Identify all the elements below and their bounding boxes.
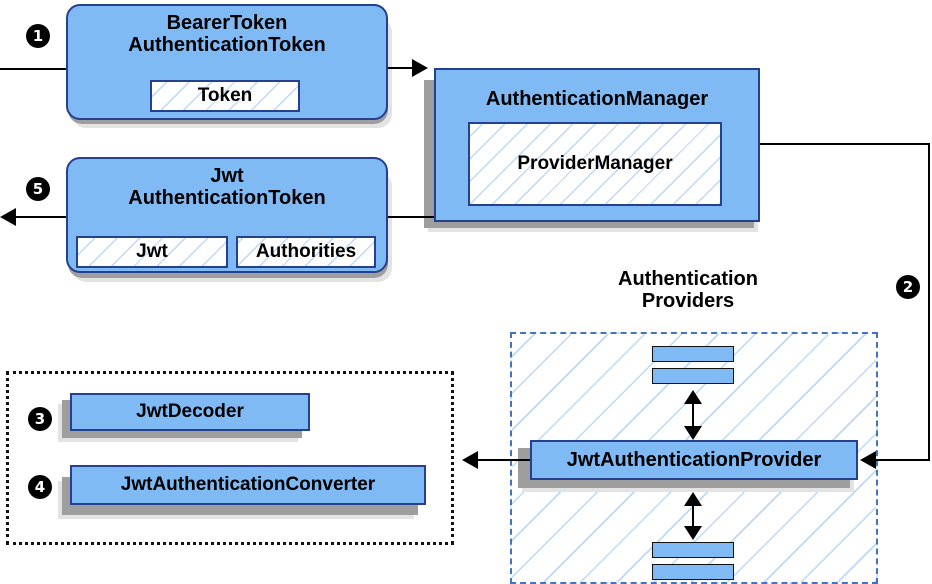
arrowhead-5-outgoing (0, 208, 16, 226)
jwt-token-title-line1: Jwt (210, 165, 244, 187)
inner-box-jwt[interactable]: Jwt (76, 236, 228, 268)
marker-4: 4 (28, 475, 52, 499)
connector-incoming-request (0, 68, 66, 70)
marker-3: 3 (28, 407, 52, 431)
authentication-manager-title: AuthenticationManager (485, 88, 709, 110)
node-jwt-authentication-converter[interactable]: JwtAuthenticationConverter (70, 465, 426, 505)
providers-caption-line2: Providers (641, 290, 735, 313)
connector-5-outgoing (16, 216, 68, 218)
connector-token-to-manager (388, 67, 420, 69)
providers-caption-line1: Authentication (618, 268, 758, 290)
connector-provider-stub-top (692, 396, 694, 432)
connector-provider-stub-bottom (692, 498, 694, 532)
provider-stub-top-1 (652, 346, 734, 362)
arrowhead-provider-stub-bottom-down (684, 526, 702, 540)
bearer-token-title-line2: AuthenticationToken (128, 34, 326, 57)
connector-2-right (928, 143, 930, 460)
provider-stub-top-2 (652, 368, 734, 384)
connector-2-top (760, 143, 930, 145)
marker-2: 2 (896, 275, 920, 299)
inner-box-provider-manager[interactable]: ProviderManager (468, 122, 722, 206)
node-jwt-authentication-provider[interactable]: JwtAuthenticationProvider (530, 440, 858, 480)
arrowhead-2-into-provider (860, 451, 876, 469)
bearer-token-title-line1: BearerToken (166, 12, 288, 34)
jwt-token-title-line2: AuthenticationToken (128, 187, 326, 210)
inner-box-authorities[interactable]: Authorities (236, 236, 376, 268)
marker-5: 5 (26, 177, 50, 201)
arrowhead-provider-to-support (462, 451, 478, 469)
arrowhead-provider-stub-top-up (684, 390, 702, 404)
provider-stub-bottom-2 (652, 564, 734, 580)
support-components-container (6, 371, 454, 545)
marker-1: 1 (26, 24, 50, 48)
arrowhead-token-to-manager (412, 59, 428, 77)
connector-2-bottom (876, 459, 930, 461)
provider-stub-bottom-1 (652, 542, 734, 558)
authentication-providers-caption: Authentication Providers (566, 268, 810, 313)
node-jwt-decoder[interactable]: JwtDecoder (70, 393, 310, 431)
arrowhead-provider-stub-bottom-up (684, 492, 702, 506)
connector-provider-to-support (478, 459, 530, 461)
arrowhead-provider-stub-top-down (684, 426, 702, 440)
connector-manager-to-jwt-token (388, 216, 434, 218)
inner-box-token[interactable]: Token (150, 80, 300, 112)
